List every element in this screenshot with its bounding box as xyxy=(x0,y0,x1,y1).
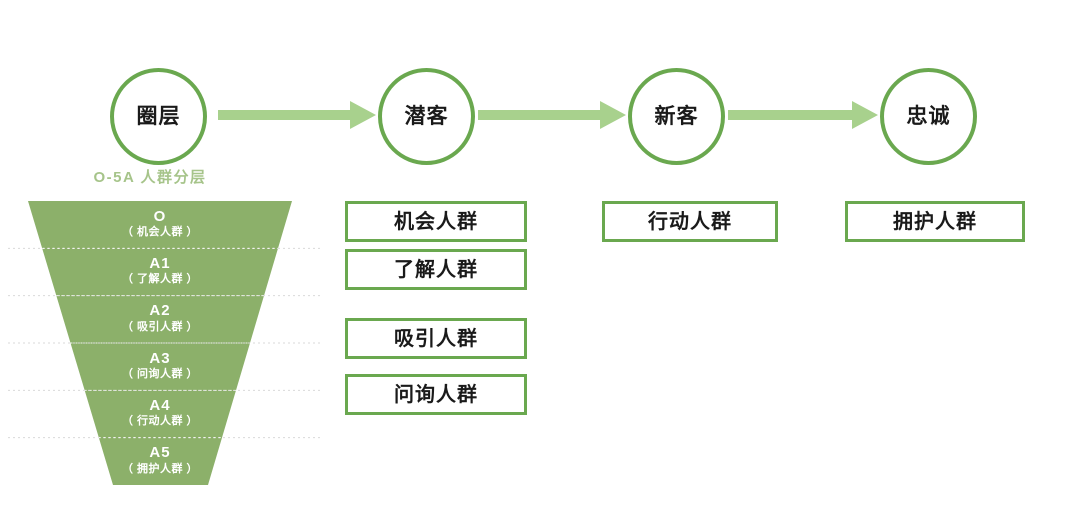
tag-box-label: 行动人群 xyxy=(648,210,732,233)
tag-box-yonghu[interactable]: 拥护人群 xyxy=(845,201,1025,242)
tag-box-label: 机会人群 xyxy=(394,210,478,233)
tag-box-label: 了解人群 xyxy=(394,258,478,281)
stage-circle-label: 新客 xyxy=(654,105,699,128)
tag-box-xiyin[interactable]: 吸引人群 xyxy=(345,318,527,359)
stage-circle-label: 忠诚 xyxy=(906,105,951,128)
tag-box-xingdong[interactable]: 行动人群 xyxy=(602,201,778,242)
stage-circle-zhongcheng[interactable]: 忠诚 xyxy=(880,68,977,165)
tag-box-label: 吸引人群 xyxy=(394,327,478,350)
stage-circle-qianke[interactable]: 潜客 xyxy=(378,68,475,165)
audience-funnel: O-5A 人群分层 O（ 机会人群 ）A1（ 了解人群 ）A2（ 吸引人群 ）A… xyxy=(0,168,330,498)
flow-arrow-right-icon xyxy=(218,99,376,133)
funnel-title: O-5A 人群分层 xyxy=(93,169,207,186)
tag-box-label: 拥护人群 xyxy=(893,210,977,233)
flow-arrow-right-icon xyxy=(478,99,626,133)
flow-arrow-right-icon xyxy=(728,99,878,133)
stage-circle-quanceng[interactable]: 圈层 xyxy=(110,68,207,165)
funnel-shape xyxy=(8,201,322,485)
stage-circle-xinke[interactable]: 新客 xyxy=(628,68,725,165)
tag-box-liaojie[interactable]: 了解人群 xyxy=(345,249,527,290)
tag-box-jihui[interactable]: 机会人群 xyxy=(345,201,527,242)
tag-box-wenxun[interactable]: 问询人群 xyxy=(345,374,527,415)
stage-circle-label: 潜客 xyxy=(404,105,449,128)
stage-circle-label: 圈层 xyxy=(136,105,181,128)
tag-box-label: 问询人群 xyxy=(394,383,478,406)
